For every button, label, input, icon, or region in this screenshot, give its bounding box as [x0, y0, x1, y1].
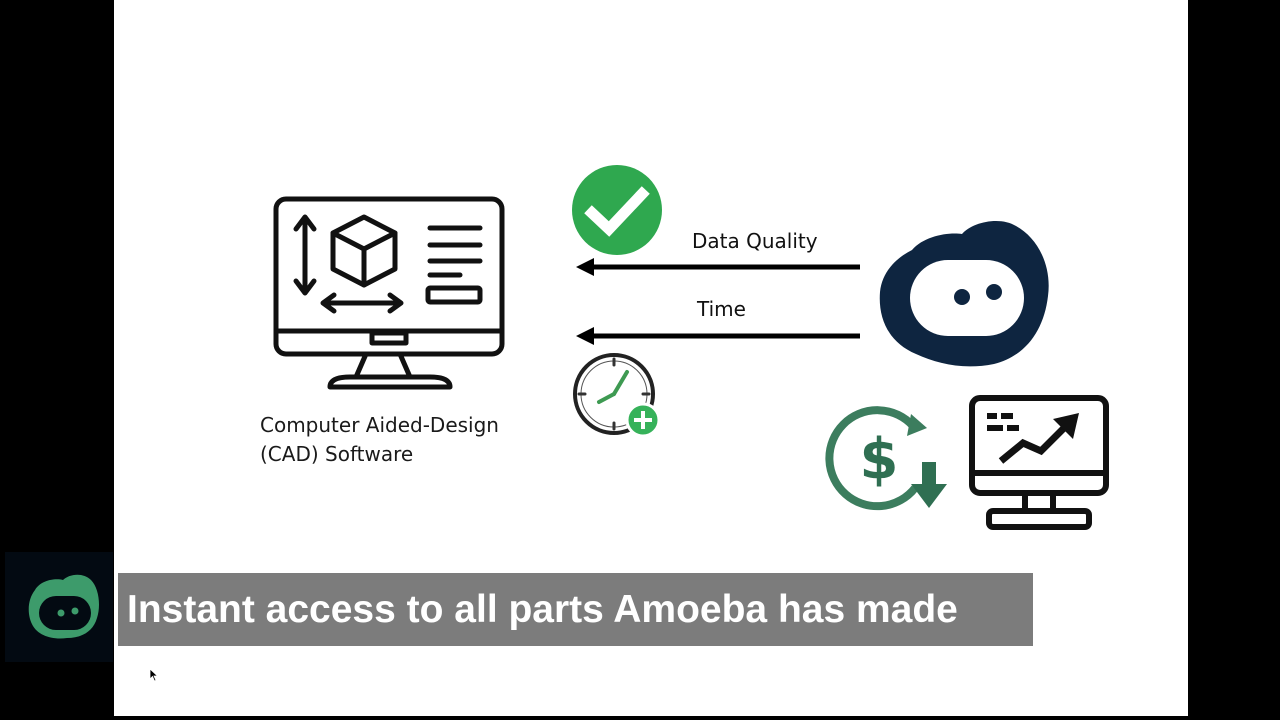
computer-monitor-cube-icon [273, 196, 505, 390]
data-quality-label: Data Quality [692, 229, 818, 253]
mouse-cursor-icon [149, 668, 159, 682]
cad-label-line1: Computer Aided-Design [260, 413, 499, 437]
channel-logo [5, 552, 113, 662]
dollar-down-icon: $ [825, 406, 947, 511]
time-arrow [576, 327, 860, 345]
amoeba-small-logo-icon [28, 574, 99, 639]
check-circle-icon [572, 165, 662, 255]
svg-text:$: $ [860, 427, 899, 492]
monitor-growth-chart-icon [969, 395, 1109, 530]
cad-label-line2: (CAD) Software [260, 442, 414, 466]
clock-plus-icon [573, 353, 661, 438]
cad-software-label: Computer Aided-Design (CAD) Software [260, 411, 560, 469]
caption-bar: Instant access to all parts Amoeba has m… [118, 573, 1033, 646]
amoeba-logo-icon [879, 220, 1049, 367]
data-quality-arrow [576, 258, 860, 276]
caption-text: Instant access to all parts Amoeba has m… [127, 587, 958, 631]
time-label: Time [697, 297, 746, 321]
